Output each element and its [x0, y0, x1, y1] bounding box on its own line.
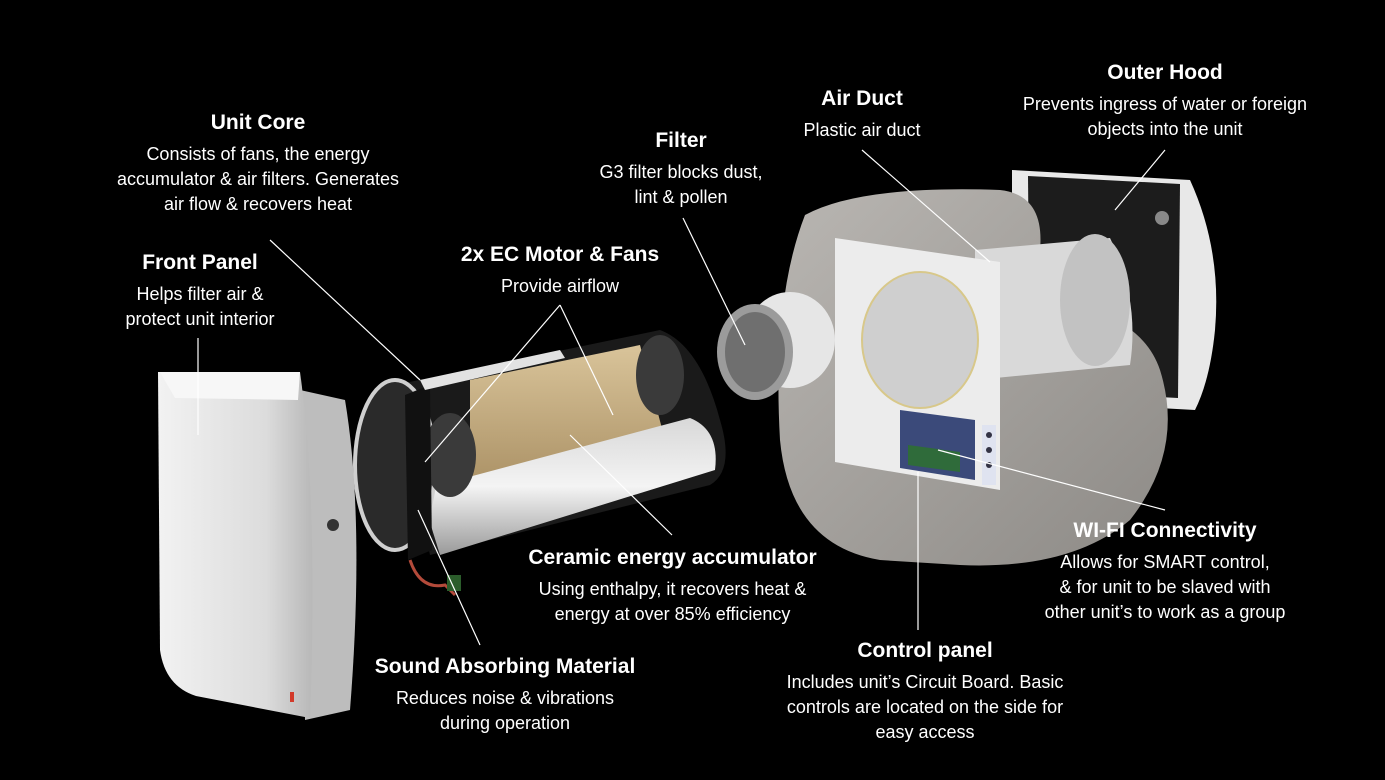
- callout-unit-core: Unit Core Consists of fans, the energy a…: [78, 110, 438, 217]
- ceramic-title: Ceramic energy accumulator: [528, 546, 817, 569]
- unit-core-desc: Consists of fans, the energy accumulator…: [116, 144, 400, 214]
- leader-wifi: [937, 449, 1166, 511]
- leader-ceramic: [569, 434, 673, 536]
- motor-fans-title: 2x EC Motor & Fans: [460, 243, 660, 266]
- leader-filter: [682, 217, 746, 346]
- callout-sound: Sound Absorbing Material Reduces noise &…: [345, 654, 665, 736]
- leader-sound: [417, 509, 481, 646]
- leader-air-duct: [861, 149, 991, 263]
- fan-right: [636, 335, 684, 415]
- sound-absorbing-material: [405, 385, 432, 560]
- callout-control-panel: Control panel Includes unit’s Circuit Bo…: [745, 638, 1105, 745]
- filter-desc: G3 filter blocks dust, lint & pollen: [599, 162, 763, 207]
- callout-motor-fans: 2x EC Motor & Fans Provide airflow: [440, 242, 680, 299]
- motor-fans-desc: Provide airflow: [500, 276, 620, 296]
- front-panel: [158, 372, 357, 720]
- outer-hood-unit: [778, 170, 1217, 566]
- sound-desc: Reduces noise & vibrations during operat…: [395, 688, 615, 733]
- callout-filter: Filter G3 filter blocks dust, lint & pol…: [570, 128, 792, 210]
- wifi-desc: Allows for SMART control, & for unit to …: [1044, 552, 1286, 622]
- sound-title: Sound Absorbing Material: [374, 655, 636, 678]
- status-led: [290, 692, 294, 702]
- leader-unit-core: [269, 239, 421, 381]
- outer-hood-title: Outer Hood: [1107, 61, 1223, 84]
- callout-air-duct: Air Duct Plastic air duct: [772, 86, 952, 143]
- filter-part: [717, 292, 835, 400]
- callout-front-panel: Front Panel Helps filter air & protect u…: [95, 250, 305, 332]
- leader-outer-hood: [1114, 149, 1166, 211]
- ceramic-desc: Using enthalpy, it recovers heat & energ…: [538, 579, 807, 624]
- leader-motor-right: [559, 304, 614, 416]
- leader-lines: [197, 149, 1166, 646]
- control-panel-title: Control panel: [857, 639, 993, 662]
- callout-outer-hood: Outer Hood Prevents ingress of water or …: [985, 60, 1345, 142]
- ceramic-accumulator: [470, 345, 665, 495]
- circuit-board: [900, 410, 975, 480]
- front-panel-title: Front Panel: [142, 251, 258, 274]
- callout-ceramic: Ceramic energy accumulator Using enthalp…: [500, 545, 845, 627]
- unit-core-title: Unit Core: [210, 111, 306, 134]
- unit-core: [353, 330, 726, 597]
- control-panel-desc: Includes unit’s Circuit Board. Basic con…: [786, 672, 1064, 742]
- outer-hood-desc: Prevents ingress of water or foreign obj…: [1022, 94, 1308, 139]
- wifi-title: WI-FI Connectivity: [1073, 519, 1257, 542]
- callout-wifi: WI-FI Connectivity Allows for SMART cont…: [1005, 518, 1325, 625]
- air-duct-title: Air Duct: [821, 87, 903, 110]
- filter-title: Filter: [655, 129, 707, 152]
- front-panel-desc: Helps filter air & protect unit interior: [125, 284, 275, 329]
- fan-left: [424, 413, 476, 497]
- leader-motor-left: [424, 304, 561, 463]
- air-duct-desc: Plastic air duct: [803, 120, 921, 140]
